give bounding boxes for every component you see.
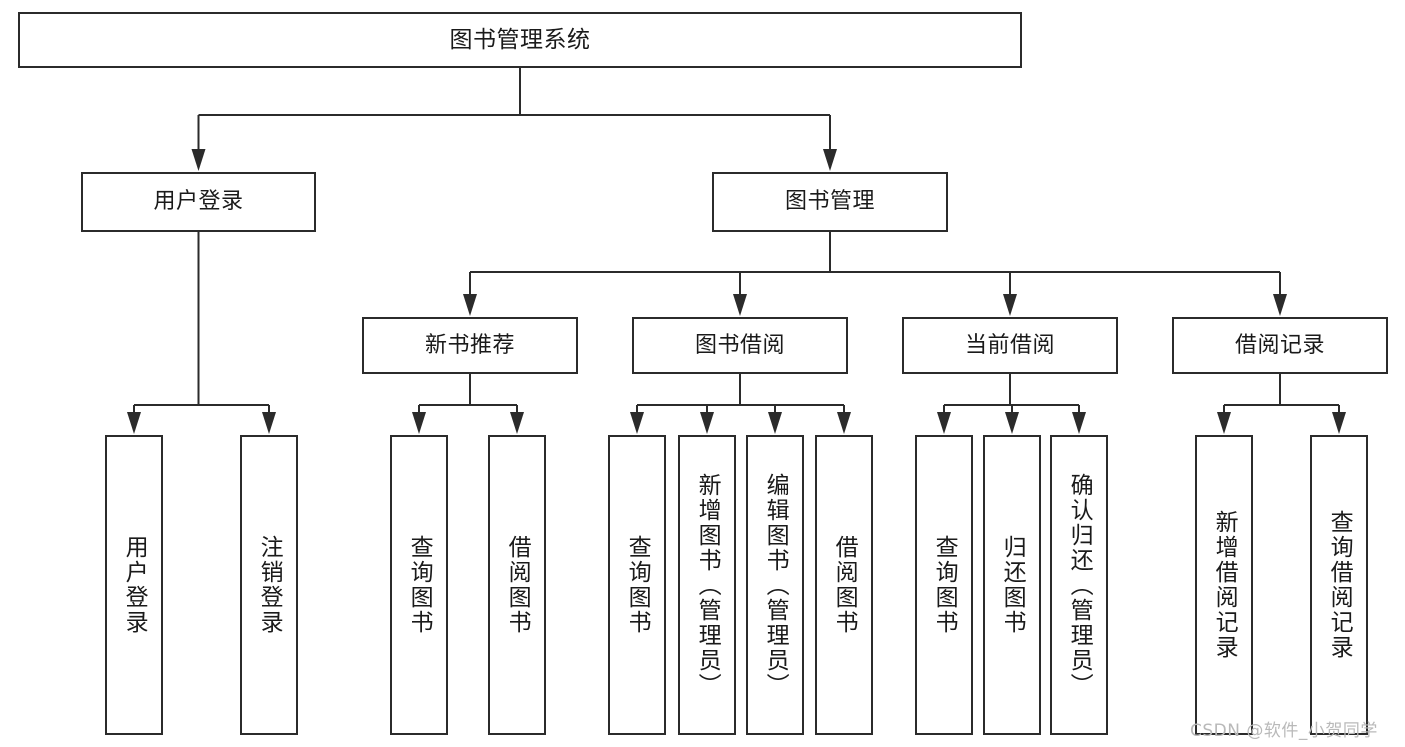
node-label-leaf-query-book-3: 查询图书 — [931, 535, 958, 635]
node-label-leaf-logout: 注销登录 — [256, 535, 283, 635]
node-label-leaf-borrow-book-1: 借阅图书 — [504, 535, 531, 635]
node-leaf-query-book-3: 查询图书 — [915, 435, 973, 735]
arrow-leaf-query-book-1 — [412, 412, 426, 434]
node-leaf-user-login: 用户登录 — [105, 435, 163, 735]
node-leaf-edit-book-admin: 编辑图书（管理员） — [746, 435, 804, 735]
node-label-current-borrow: 当前借阅 — [964, 332, 1055, 358]
node-leaf-borrow-book-2: 借阅图书 — [815, 435, 873, 735]
node-leaf-query-book-1: 查询图书 — [390, 435, 448, 735]
node-leaf-borrow-book-1: 借阅图书 — [488, 435, 546, 735]
arrow-leaf-query-book-3 — [937, 412, 951, 434]
node-label-leaf-query-borrow-record: 查询借阅记录 — [1326, 510, 1353, 660]
node-label-leaf-query-book-1: 查询图书 — [406, 535, 433, 635]
arrow-leaf-add-book-admin — [700, 412, 714, 434]
node-label-leaf-edit-book-admin: 编辑图书（管理员） — [762, 472, 789, 698]
node-label-book-borrow: 图书借阅 — [694, 332, 785, 358]
node-label-leaf-confirm-return-admin: 确认归还（管理员） — [1066, 472, 1093, 698]
node-book-manage: 图书管理 — [712, 172, 948, 232]
arrow-leaf-user-login — [127, 412, 141, 434]
node-leaf-query-borrow-record: 查询借阅记录 — [1310, 435, 1368, 735]
arrow-borrow-record — [1273, 294, 1287, 316]
arrow-leaf-confirm-return-admin — [1072, 412, 1086, 434]
node-user-login: 用户登录 — [81, 172, 316, 232]
arrow-leaf-query-borrow-record — [1332, 412, 1346, 434]
node-label-leaf-return-book: 归还图书 — [999, 535, 1026, 635]
node-label-user-login: 用户登录 — [153, 189, 244, 215]
node-leaf-return-book: 归还图书 — [983, 435, 1041, 735]
node-label-leaf-borrow-book-2: 借阅图书 — [831, 535, 858, 635]
node-label-leaf-add-borrow-record: 新增借阅记录 — [1211, 510, 1238, 660]
node-leaf-logout: 注销登录 — [240, 435, 298, 735]
node-label-book-manage: 图书管理 — [784, 189, 875, 215]
node-new-book-recommend: 新书推荐 — [362, 317, 578, 374]
node-root: 图书管理系统 — [18, 12, 1022, 68]
arrow-leaf-edit-book-admin — [768, 412, 782, 434]
node-leaf-confirm-return-admin: 确认归还（管理员） — [1050, 435, 1108, 735]
node-book-borrow: 图书借阅 — [632, 317, 848, 374]
node-label-root: 图书管理系统 — [449, 26, 591, 53]
node-leaf-query-book-2: 查询图书 — [608, 435, 666, 735]
arrow-leaf-query-book-2 — [630, 412, 644, 434]
node-current-borrow: 当前借阅 — [902, 317, 1118, 374]
node-borrow-record: 借阅记录 — [1172, 317, 1388, 374]
arrow-leaf-borrow-book-1 — [510, 412, 524, 434]
arrow-leaf-add-borrow-record — [1217, 412, 1231, 434]
node-label-borrow-record: 借阅记录 — [1234, 332, 1325, 358]
csdn-watermark: CSDN @软件_小贺同学 — [1190, 721, 1378, 741]
arrow-leaf-return-book — [1005, 412, 1019, 434]
arrow-leaf-logout — [262, 412, 276, 434]
arrow-book-manage — [823, 149, 837, 171]
arrow-leaf-borrow-book-2 — [837, 412, 851, 434]
node-leaf-add-borrow-record: 新增借阅记录 — [1195, 435, 1253, 735]
arrow-book-borrow — [733, 294, 747, 316]
node-leaf-add-book-admin: 新增图书（管理员） — [678, 435, 736, 735]
node-label-leaf-add-book-admin: 新增图书（管理员） — [694, 472, 721, 698]
arrow-new-book-recommend — [463, 294, 477, 316]
node-label-leaf-query-book-2: 查询图书 — [624, 535, 651, 635]
node-label-new-book-recommend: 新书推荐 — [424, 332, 515, 358]
arrow-current-borrow — [1003, 294, 1017, 316]
node-label-leaf-user-login: 用户登录 — [121, 535, 148, 635]
arrow-user-login — [191, 149, 206, 171]
